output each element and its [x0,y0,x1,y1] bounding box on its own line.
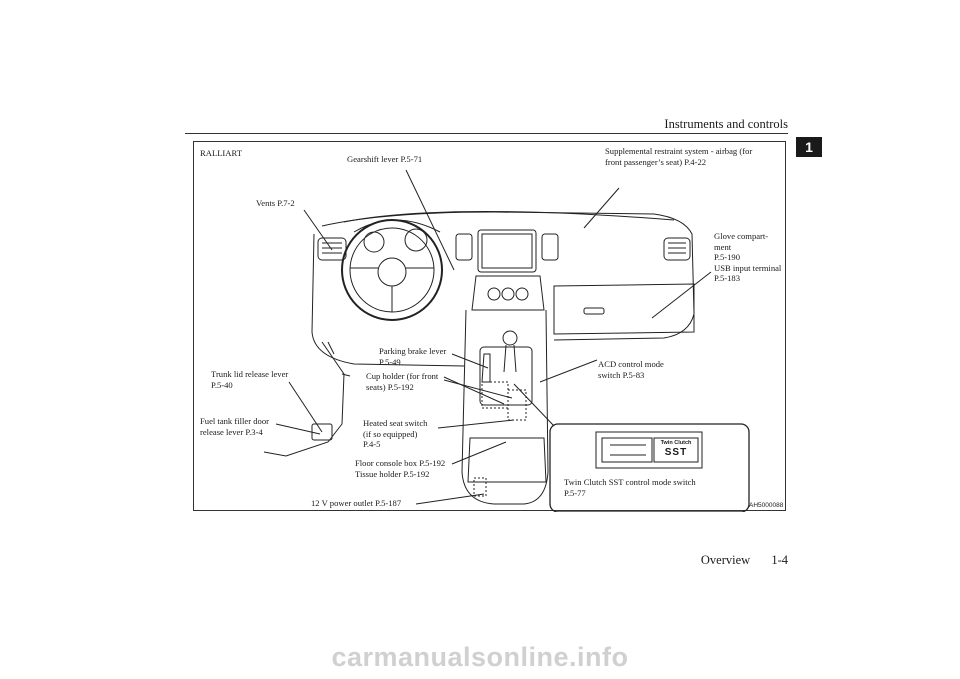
label-parking-line1: Parking brake lever [379,346,447,356]
label-acd-line1: ACD control mode [598,359,664,369]
label-usb-line1: USB input terminal [714,262,782,273]
label-power-outlet: 12 V power outlet P.5-187 [311,498,402,508]
label-heated-line2: (if so equipped) [363,428,418,439]
label-srs-line1: Supplemental restraint system - airbag (… [605,146,753,156]
watermark-text: carmanualsonline.info [331,642,629,672]
figure-id: AH5000088 [749,502,784,509]
label-trunk-line2: P.5-40 [211,379,233,390]
section-title: Instruments and controls [664,117,788,131]
switch-bottom-label: SST [664,447,688,458]
label-vents: Vents P.7-2 [256,198,295,208]
label-trunk-line1: Trunk lid release lever [211,369,289,379]
header-rule [185,133,788,134]
label-cup-line2: seats) P.5-192 [366,381,414,392]
dashboard-figure: Twin Clutch SST RALLIART Gearshift lever… [193,141,786,512]
label-glove-line3: P.5-190 [714,252,741,262]
label-floor-console: Floor console box P.5-192 Tissue holder … [355,458,445,479]
switch-face: Twin Clutch SST [656,440,696,460]
label-floor-line1: Floor console box P.5-192 [355,458,446,468]
label-fuel-line2: release lever P.3-4 [200,426,263,437]
switch-top-label: Twin Clutch [660,440,692,446]
label-parking-line2: P.5-49 [379,356,401,367]
label-srs-line2: front passenger’s seat) P.4-22 [605,156,707,167]
label-acd: ACD control mode switch P.5-83 [598,359,664,380]
label-srs: Supplemental restraint system - airbag (… [605,146,752,167]
label-cup-holder: Cup holder (for front seats) P.5-192 [366,371,438,392]
label-heated-line1: Heated seat switch [363,418,428,428]
label-cup-line1: Cup holder (for front [366,371,439,381]
label-heated-seat: Heated seat switch (if so equipped) P.4-… [363,418,427,450]
label-variant: RALLIART [200,148,242,158]
label-twin-line1: Twin Clutch SST control mode switch [564,477,696,487]
footer-section: Overview [700,553,751,567]
label-trunk: Trunk lid release lever P.5-40 [211,369,288,390]
footer-page-number: 1-4 [771,553,788,567]
label-glove: Glove compart- ment P.5-190 USB input te… [714,231,781,284]
label-heated-line3: P.4-5 [363,439,381,449]
label-floor-line2: Tissue holder P.5-192 [355,468,430,479]
label-glove-line2: ment [714,241,732,252]
chapter-tab: 1 [796,137,822,157]
dashboard-illustration [263,169,750,512]
label-parking-brake: Parking brake lever P.5-49 [379,346,446,367]
label-twin-clutch: Twin Clutch SST control mode switch P.5-… [564,477,696,498]
label-glove-line1: Glove compart- [714,231,769,241]
label-fuel-line1: Fuel tank filler door [200,416,269,426]
label-gearshift: Gearshift lever P.5-71 [347,154,423,164]
page-footer: Overview 1-4 [701,553,788,568]
label-usb-line2: P.5-183 [714,273,741,283]
label-acd-line2: switch P.5-83 [598,369,645,380]
label-twin-line2: P.5-77 [564,487,586,498]
label-fuel: Fuel tank filler door release lever P.3-… [200,416,269,437]
